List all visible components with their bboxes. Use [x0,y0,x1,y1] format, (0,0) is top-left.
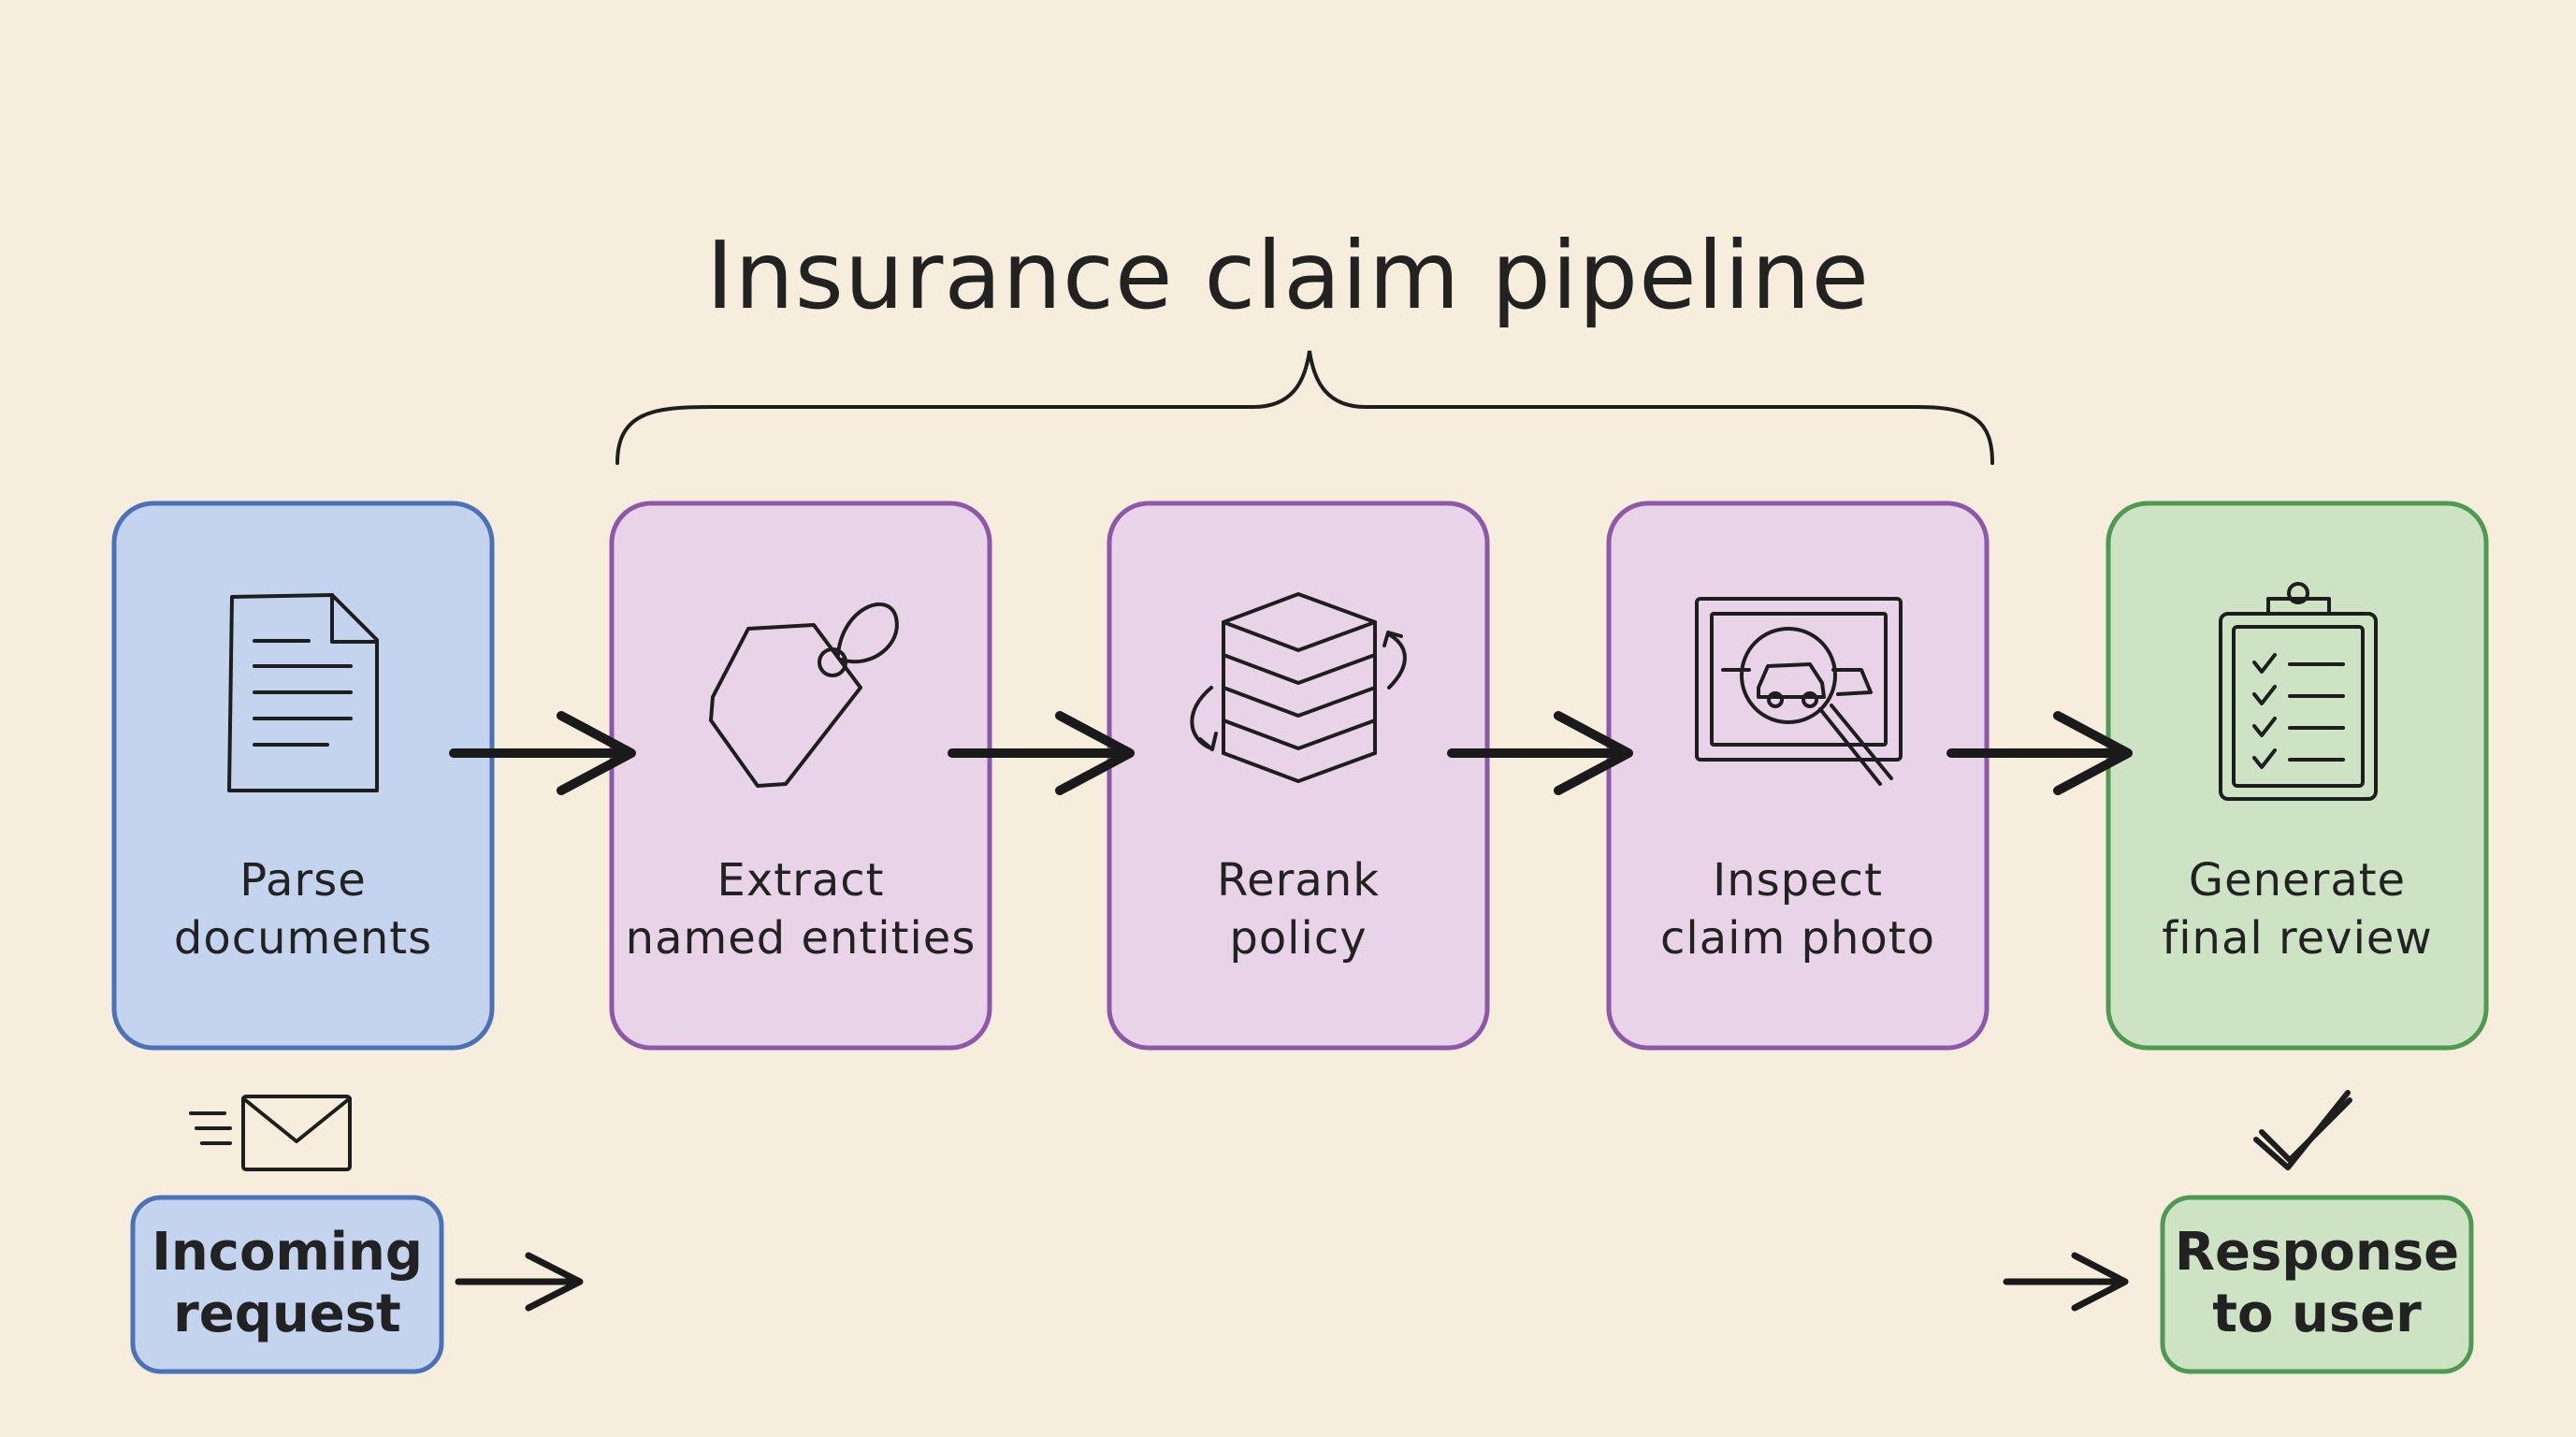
clipboard-checklist-icon [2219,582,2378,801]
step-label-generate: Generate final review [2101,851,2494,967]
step-label-line2: claim photo [1660,912,1935,965]
step-label-rerank: Rerank policy [1102,851,1495,967]
input-label: Incoming request [128,1222,446,1345]
step-label-line2: named entities [625,912,977,965]
input-box [130,1195,444,1374]
step-box-rerank [1107,501,1490,1051]
stack-rerank-icon [1190,592,1407,783]
step-label-line1: Parse [239,854,367,907]
arrow-extract-to-rerank [948,711,1135,795]
arrow-parse-to-extract [449,711,636,795]
input-label-line1: Incoming [152,1222,423,1283]
output-box [2160,1195,2474,1374]
step-box-parse [111,501,495,1051]
document-icon [227,593,379,792]
output-label-line2: to user [2212,1284,2422,1344]
step-label-line1: Extract [716,854,885,907]
output-label: Response to user [2158,1222,2476,1345]
step-label-extract: Extract named entities [604,851,997,967]
arrow-rerank-to-inspect [1447,711,1633,795]
input-label-line2: request [173,1284,401,1344]
tag-icon [709,602,899,788]
arrow-inspect-to-generate [1946,711,2133,795]
checkmark-icon [2253,1090,2352,1170]
envelope-icon [189,1095,352,1171]
arrow-input-to-pipeline [455,1252,584,1312]
step-label-line2: final review [2162,912,2433,965]
step-label-line1: Inspect [1713,854,1883,907]
step-label-line2: policy [1229,912,1368,965]
step-label-line1: Rerank [1216,854,1381,907]
photo-magnifier-icon [1695,597,1903,786]
step-box-inspect [1606,501,1990,1051]
step-label-line2: documents [173,912,433,965]
pipeline-brace [615,350,1994,465]
step-label-parse: Parse documents [107,851,499,967]
step-label-line1: Generate [2188,854,2407,907]
output-label-line1: Response [2174,1222,2460,1283]
step-label-inspect: Inspect claim photo [1601,851,1994,967]
step-box-generate [2106,501,2489,1051]
diagram-title: Insurance claim pipeline [705,221,1871,330]
arrow-pipeline-to-output [2003,1252,2129,1312]
